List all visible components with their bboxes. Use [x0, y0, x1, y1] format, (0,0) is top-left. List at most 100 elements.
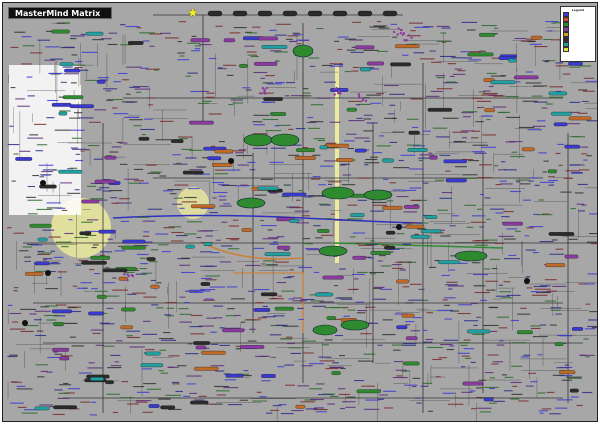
label-tick — [468, 51, 481, 53]
node-pill — [59, 356, 70, 361]
label-tick — [504, 169, 517, 171]
label-tick — [153, 69, 159, 71]
label-tick — [216, 394, 227, 396]
icon-dot — [397, 27, 400, 30]
node-pill — [530, 35, 543, 40]
label-tick — [142, 220, 156, 222]
label-tick — [318, 184, 326, 186]
node-pill — [346, 107, 357, 112]
node-pill — [81, 199, 100, 204]
label-tick — [413, 52, 425, 54]
node-pill — [193, 341, 211, 345]
label-tick — [583, 77, 595, 79]
node-pill — [356, 389, 381, 394]
label-tick — [423, 26, 434, 28]
label-tick — [180, 257, 191, 259]
label-tick — [477, 177, 492, 179]
node-pill — [354, 45, 375, 50]
label-tick — [386, 200, 394, 202]
node-pill — [568, 61, 583, 66]
label-tick — [486, 218, 491, 220]
label-tick — [297, 307, 304, 309]
label-tick — [382, 319, 393, 321]
label-tick — [27, 185, 36, 188]
label-tick — [227, 404, 242, 406]
label-tick — [479, 411, 492, 413]
node-pill — [410, 234, 430, 239]
label-tick — [541, 107, 548, 109]
label-tick — [259, 355, 270, 357]
label-tick — [377, 50, 388, 52]
label-tick — [291, 409, 304, 412]
label-tick — [335, 297, 342, 299]
label-tick — [297, 385, 309, 387]
node-pill — [508, 58, 517, 63]
label-tick — [324, 81, 336, 83]
label-tick — [325, 142, 337, 144]
label-tick — [49, 406, 56, 408]
label-tick — [218, 141, 225, 143]
label-tick — [247, 54, 254, 56]
node-pill — [34, 261, 50, 266]
label-tick — [501, 216, 510, 218]
label-tick — [393, 167, 410, 169]
node-pill — [127, 41, 144, 45]
label-tick — [539, 291, 551, 293]
label-tick — [446, 281, 458, 283]
label-tick — [548, 30, 553, 32]
label-tick — [555, 313, 562, 315]
label-tick — [20, 330, 34, 332]
node-pill — [445, 178, 467, 183]
label-tick — [120, 24, 126, 26]
label-tick — [149, 261, 158, 263]
label-tick — [246, 32, 257, 34]
label-tick — [141, 368, 153, 370]
label-tick — [53, 256, 64, 258]
label-tick — [15, 98, 25, 100]
label-tick — [458, 304, 472, 306]
label-tick — [392, 376, 408, 379]
label-tick — [87, 367, 103, 369]
label-tick — [528, 180, 534, 182]
label-tick — [179, 55, 185, 57]
label-tick — [492, 106, 507, 108]
label-tick — [327, 147, 340, 149]
label-tick — [327, 403, 335, 405]
label-tick — [347, 309, 356, 311]
label-tick — [80, 401, 91, 403]
label-tick — [402, 243, 412, 245]
label-tick — [586, 155, 592, 157]
label-tick — [516, 181, 521, 183]
label-tick — [395, 369, 407, 371]
label-tick — [92, 39, 104, 41]
label-tick — [195, 290, 211, 292]
label-tick — [568, 238, 578, 240]
label-tick — [561, 379, 572, 381]
label-tick — [590, 243, 597, 245]
label-tick — [372, 201, 387, 204]
label-tick — [357, 309, 368, 312]
label-tick — [282, 325, 299, 327]
label-tick — [466, 29, 476, 31]
label-tick — [184, 301, 190, 304]
label-tick — [511, 365, 523, 367]
label-tick — [203, 347, 210, 349]
label-tick — [98, 199, 108, 201]
label-tick — [210, 403, 223, 405]
node-pill — [96, 79, 106, 84]
label-tick — [440, 343, 453, 346]
label-tick — [58, 392, 70, 394]
label-tick — [472, 144, 489, 146]
label-tick — [179, 321, 192, 323]
silhouette-icon — [524, 278, 530, 284]
node-pill — [121, 245, 146, 250]
label-tick — [406, 118, 419, 120]
node-pill — [261, 374, 276, 378]
label-tick — [92, 244, 99, 246]
connector-line — [332, 242, 504, 249]
label-tick — [47, 356, 63, 359]
label-tick — [549, 96, 564, 98]
label-tick — [439, 197, 452, 199]
label-tick — [94, 109, 107, 111]
label-tick — [185, 157, 197, 159]
